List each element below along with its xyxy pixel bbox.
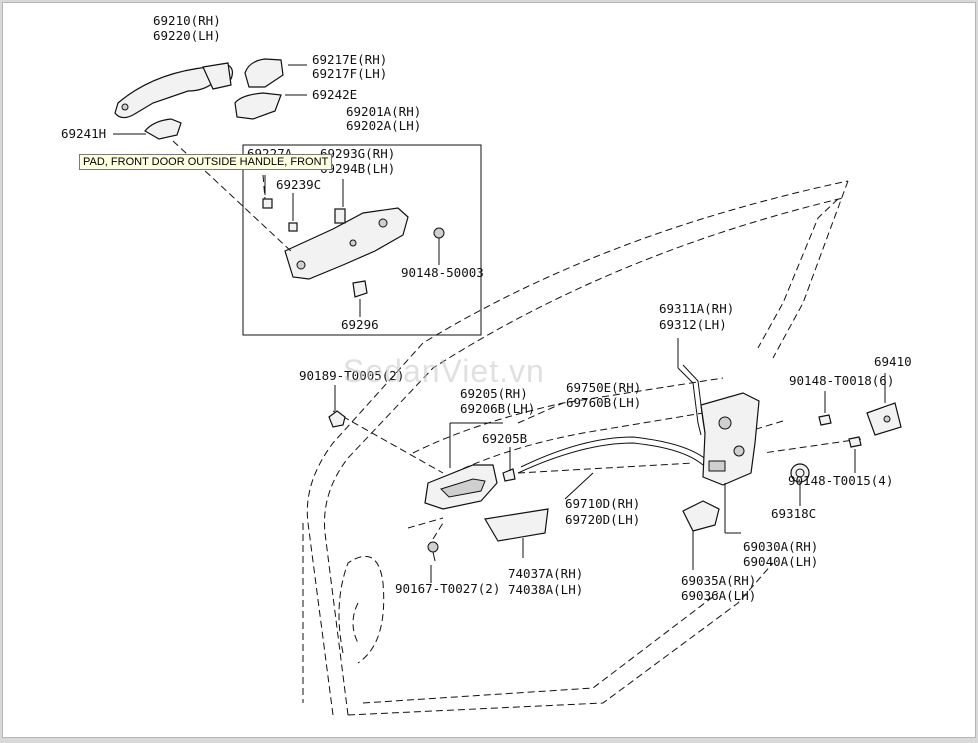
part-label-69205[interactable]: 69205(RH) — [460, 386, 528, 401]
lock-cable[interactable] — [517, 436, 709, 474]
part-label-69318c[interactable]: 69318C — [771, 506, 816, 521]
part-label-90189-t0005[interactable]: 90189-T0005(2) — [299, 368, 404, 383]
washer-69318c[interactable] — [790, 463, 810, 483]
part-label-69760b[interactable]: 69760B(LH) — [566, 395, 641, 410]
part-label-69293g[interactable]: 69293G(RH) — [320, 146, 395, 161]
clip-90189-t0005[interactable] — [328, 410, 346, 428]
part-label-69030a[interactable]: 69030A(RH) — [743, 539, 818, 554]
part-label-69210[interactable]: 69210(RH) — [153, 13, 221, 28]
inside-handle[interactable] — [424, 464, 498, 510]
handle-cover[interactable] — [244, 58, 284, 88]
part-label-69410[interactable]: 69410 — [874, 354, 912, 369]
part-label-74038a[interactable]: 74038A(LH) — [508, 582, 583, 597]
part-label-69036a[interactable]: 69036A(LH) — [681, 588, 756, 603]
part-label-69205b[interactable]: 69205B — [482, 431, 527, 446]
part-label-74037a[interactable]: 74037A(RH) — [508, 566, 583, 581]
handle-pad[interactable] — [234, 92, 282, 120]
part-label-69220[interactable]: 69220(LH) — [153, 28, 221, 43]
bolt-90148-t0018[interactable] — [818, 414, 832, 426]
handle-frame[interactable] — [284, 207, 409, 280]
part-label-69217f[interactable]: 69217F(LH) — [312, 66, 387, 81]
small-clip-69239c[interactable] — [262, 198, 298, 232]
leader-lines — [113, 64, 886, 583]
lock-cover[interactable] — [682, 500, 720, 532]
front-pad[interactable] — [144, 118, 182, 140]
inset-detail-box — [242, 144, 482, 336]
part-label-69206b[interactable]: 69206B(LH) — [460, 401, 535, 416]
part-label-90148-t0018[interactable]: 90148-T0018(6) — [789, 373, 894, 388]
part-label-90148-t0015[interactable]: 90148-T0015(4) — [788, 473, 893, 488]
part-label-69035a[interactable]: 69035A(RH) — [681, 573, 756, 588]
part-label-69312[interactable]: 69312(LH) — [659, 317, 727, 332]
cap-69205b[interactable] — [502, 468, 516, 482]
part-label-69296[interactable]: 69296 — [341, 317, 379, 332]
screw-90167-t0027[interactable] — [427, 541, 439, 562]
part-label-90167-t0027[interactable]: 90167-T0027(2) — [395, 581, 500, 596]
outside-handle[interactable] — [114, 62, 234, 119]
door-lock-assembly[interactable] — [700, 392, 760, 486]
part-label-69242e[interactable]: 69242E — [312, 87, 357, 102]
part-label-69202a[interactable]: 69202A(LH) — [346, 118, 421, 133]
bracket-69293g[interactable] — [334, 208, 346, 224]
pad-69296[interactable] — [352, 280, 368, 298]
part-label-69710d[interactable]: 69710D(RH) — [565, 496, 640, 511]
part-label-69720d[interactable]: 69720D(LH) — [565, 512, 640, 527]
part-label-69040a[interactable]: 69040A(LH) — [743, 554, 818, 569]
part-tooltip: PAD, FRONT DOOR OUTSIDE HANDLE, FRONT — [79, 154, 333, 170]
lock-rod[interactable] — [677, 364, 706, 436]
bolt-90148-50003[interactable] — [433, 227, 445, 249]
part-label-69201a[interactable]: 69201A(RH) — [346, 104, 421, 119]
part-label-69750e[interactable]: 69750E(RH) — [566, 380, 641, 395]
bolt-90148-t0015[interactable] — [848, 436, 862, 448]
part-label-69239c[interactable]: 69239C — [276, 177, 321, 192]
part-label-69311a[interactable]: 69311A(RH) — [659, 301, 734, 316]
striker-69410[interactable] — [866, 402, 902, 436]
watermark: SedanViet.vn — [343, 353, 545, 389]
part-labels: 69210(RH) 69220(LH) 69217E(RH) 69217F(LH… — [61, 13, 912, 603]
part-label-69241h[interactable]: 69241H — [61, 126, 106, 141]
trim-pad-74037a[interactable] — [484, 508, 549, 542]
parts-diagram: 69210(RH) 69220(LH) 69217E(RH) 69217F(LH… — [61, 13, 912, 716]
part-label-69217e[interactable]: 69217E(RH) — [312, 52, 387, 67]
door-frame-outline — [302, 180, 849, 716]
part-label-69294b[interactable]: 69294B(LH) — [320, 161, 395, 176]
part-label-90148-50003[interactable]: 90148-50003 — [401, 265, 484, 280]
